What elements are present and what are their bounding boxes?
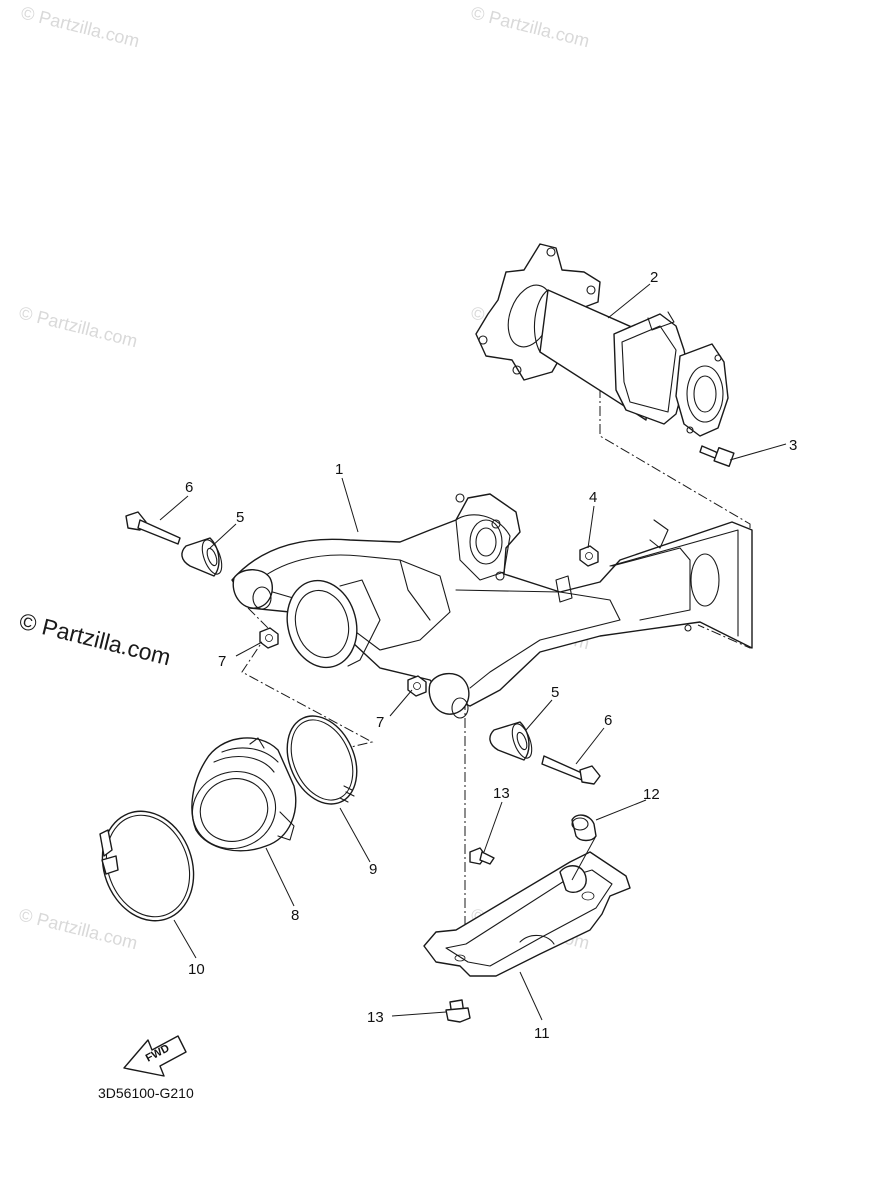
callout-8: 8 bbox=[291, 907, 299, 924]
bushing-5-lower bbox=[489, 721, 533, 761]
swingarm-flange bbox=[286, 579, 381, 669]
callout-13-lower: 13 bbox=[367, 1009, 384, 1026]
watermark: © Partzilla.com bbox=[19, 2, 142, 51]
skid-plate-11 bbox=[423, 851, 631, 977]
nut-4 bbox=[579, 545, 599, 567]
nut-7-upper bbox=[259, 627, 279, 649]
watermark: © Partzilla.com bbox=[17, 904, 140, 953]
fwd-arrow-icon: FWD bbox=[123, 1035, 187, 1077]
leader-lines bbox=[159, 283, 787, 1021]
callout-6-lower: 6 bbox=[604, 712, 612, 729]
bolt-3 bbox=[699, 445, 735, 468]
axle-housing bbox=[475, 243, 729, 437]
callout-3: 3 bbox=[789, 437, 797, 454]
dust-boot-8 bbox=[191, 737, 297, 852]
watermark: © Partzilla.com bbox=[469, 2, 592, 51]
nut-7-lower bbox=[407, 675, 427, 697]
watermark-main: © Partzilla.com bbox=[17, 608, 174, 671]
bolt-13-upper bbox=[469, 847, 495, 865]
callout-6-upper: 6 bbox=[185, 479, 193, 496]
callout-13-upper: 13 bbox=[493, 785, 510, 802]
callout-1: 1 bbox=[335, 461, 343, 478]
diagram-code: 3D56100-G210 bbox=[98, 1085, 194, 1101]
band-10 bbox=[99, 810, 195, 922]
callout-7-upper: 7 bbox=[218, 653, 226, 670]
callout-4: 4 bbox=[589, 489, 597, 506]
band-9 bbox=[286, 715, 358, 805]
callout-11: 11 bbox=[534, 1025, 550, 1042]
bolt-6-lower bbox=[541, 755, 601, 785]
callout-5-upper: 5 bbox=[236, 509, 244, 526]
callout-2: 2 bbox=[650, 269, 658, 286]
callout-9: 9 bbox=[369, 861, 377, 878]
watermark: © Partzilla.com bbox=[17, 302, 140, 351]
callouts: 1 2 3 4 5 5 6 6 7 7 8 9 10 11 12 13 13 bbox=[185, 269, 797, 1042]
bolt-6-upper bbox=[125, 511, 181, 545]
callout-10: 10 bbox=[188, 961, 205, 978]
bolt-13-lower bbox=[445, 999, 471, 1023]
callout-12: 12 bbox=[643, 786, 660, 803]
damper-12 bbox=[571, 814, 597, 842]
callout-5-lower: 5 bbox=[551, 684, 559, 701]
bushing-5-upper bbox=[181, 537, 223, 577]
watermarks: © Partzilla.com © Partzilla.com © Partzi… bbox=[17, 2, 592, 953]
callout-7-lower: 7 bbox=[376, 714, 384, 731]
swingarm bbox=[231, 493, 753, 719]
